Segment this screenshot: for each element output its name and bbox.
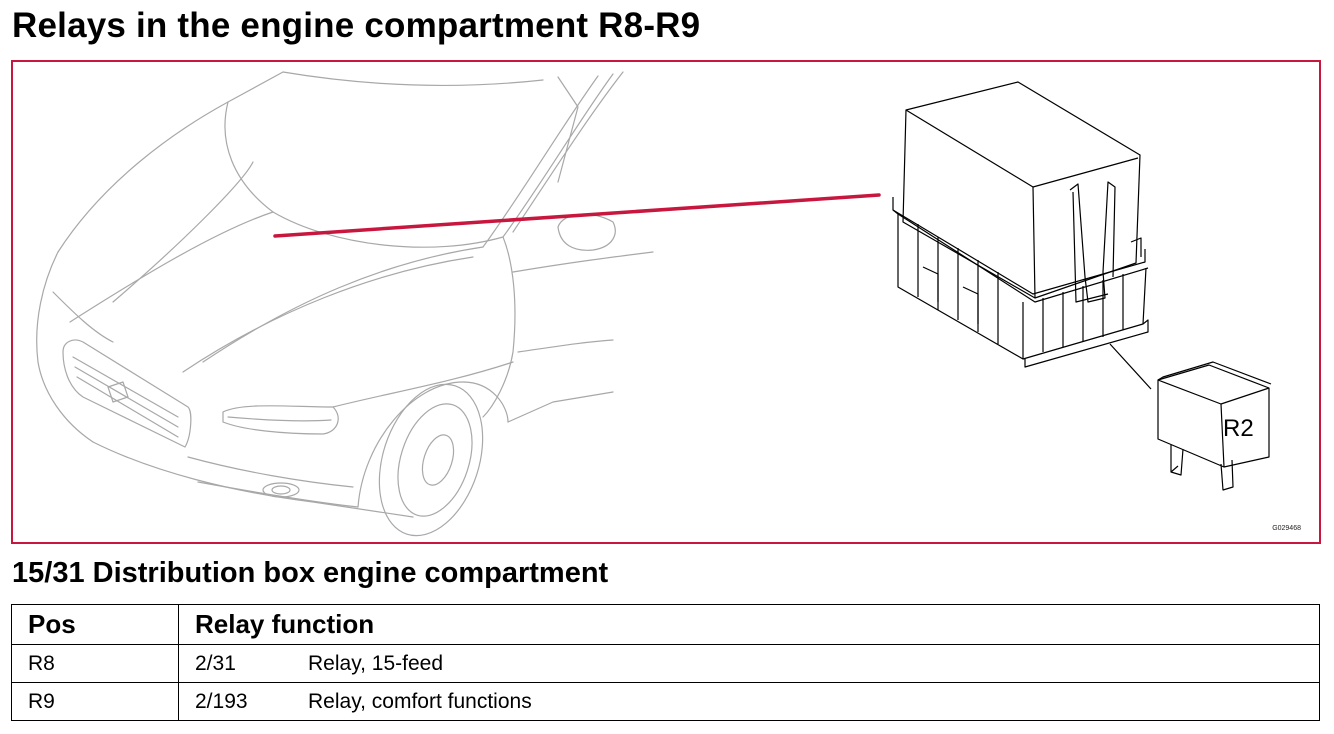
column-header-pos: Pos [11, 604, 179, 645]
table-row: R9 2/193 Relay, comfort functions [11, 682, 1320, 721]
row-pos: R9 [11, 682, 179, 721]
figure-illustration: R2 [36, 71, 1272, 537]
row-function: Relay, 15-feed [308, 651, 444, 675]
relay-holder-illustration [892, 81, 1149, 368]
row-function: Relay, comfort functions [308, 689, 532, 713]
page-title: Relays in the engine compartment R8-R9 [12, 6, 701, 45]
row-function-cell: 2/31 Relay, 15-feed [178, 644, 1320, 683]
relay-location-figure: R2 G029468 [11, 60, 1321, 544]
relay-table: Pos Relay function R8 2/31 Relay, 15-feed… [11, 604, 1320, 721]
column-header-function: Relay function [178, 604, 1320, 645]
row-code: 2/31 [195, 651, 236, 675]
relay-r2-illustration [1157, 361, 1272, 491]
leader-line [1109, 343, 1152, 390]
relay-r2-label: R2 [1223, 415, 1254, 442]
row-function-cell: 2/193 Relay, comfort functions [178, 682, 1320, 721]
table-header-row: Pos Relay function [11, 604, 1320, 645]
row-pos: R8 [11, 644, 179, 683]
image-code: G029468 [1272, 525, 1301, 532]
pointer-line [273, 193, 881, 238]
row-code: 2/193 [195, 689, 248, 713]
car-illustration [36, 71, 654, 537]
section-title: 15/31 Distribution box engine compartmen… [12, 557, 609, 589]
table-row: R8 2/31 Relay, 15-feed [11, 644, 1320, 683]
